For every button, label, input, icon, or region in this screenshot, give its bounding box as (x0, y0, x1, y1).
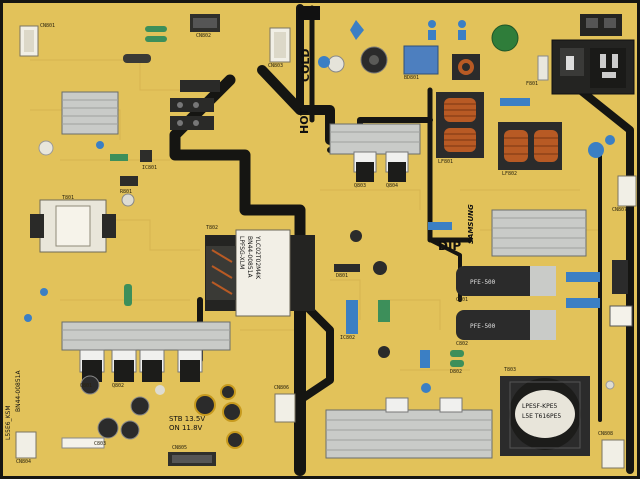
connector-cn806 (274, 393, 296, 423)
refdes: C802 (456, 341, 469, 347)
refdes: D802 (450, 369, 463, 375)
refdes: C801 (456, 297, 469, 303)
refdes: C803 (94, 441, 107, 447)
heatsink-right (491, 209, 587, 257)
capacitor-cluster-bl (80, 375, 244, 449)
refdes: CN801 (40, 23, 56, 29)
connector-cn807 (617, 175, 637, 207)
refdes: CN806 (274, 385, 290, 391)
refdes: Q804 (386, 183, 399, 189)
svg-text:PFE-500: PFE-500 (470, 279, 496, 286)
hot-label: HOT (298, 107, 311, 134)
connector-cn801 (19, 25, 39, 57)
transformer-output (500, 376, 590, 456)
refdes: LF801 (438, 159, 454, 165)
connector-cn808 (601, 439, 625, 469)
refdes: CN802 (196, 33, 212, 39)
transformer-output-label: LPESF-KPE5 (522, 403, 558, 410)
model-label-left-2: BN44-00851A (15, 370, 22, 412)
refdes: F801 (526, 81, 539, 87)
refdes: CN804 (16, 459, 32, 465)
mosfet-row (79, 349, 203, 382)
refdes: Q803 (354, 183, 367, 189)
refdes: BD801 (404, 75, 420, 81)
heatsink-left (61, 321, 231, 351)
connector-cn804 (15, 431, 37, 459)
connector-cn802 (190, 14, 220, 32)
refdes: Q801 (80, 383, 93, 389)
refdes: T801 (62, 195, 75, 201)
svg-text:PFE-500: PFE-500 (470, 323, 496, 330)
refdes: D801 (336, 273, 349, 279)
connector-cn805 (168, 452, 216, 466)
heatsink-small (61, 91, 119, 135)
rail-label-on: ON 11.8V (169, 424, 203, 432)
refdes: T802 (206, 225, 219, 231)
choke-coil-small (452, 54, 480, 80)
refdes: LF802 (502, 171, 518, 177)
model-label-left: L55E6_KSM (5, 405, 12, 440)
refdes: CN805 (172, 445, 188, 451)
transformer-main-label-2: BN44-00851A (246, 236, 253, 278)
transformer-output-label-2: L5E T616PE5 (522, 413, 562, 420)
ac-inlet-connector (551, 39, 635, 95)
fuse-f801 (537, 55, 549, 81)
cold-label: COLD (299, 48, 312, 82)
refdes: CN807 (612, 207, 628, 213)
refdes: R801 (120, 189, 133, 195)
refdes: IC802 (340, 335, 356, 341)
connector-top-right (580, 14, 622, 36)
transformer-main (205, 229, 315, 317)
dip-label: DIP (438, 239, 462, 253)
samsung-logo-text: SAMSUNG (467, 204, 475, 244)
transformer-main-label: LPFSG-XLM (238, 236, 245, 270)
refdes: T803 (504, 367, 517, 373)
connector-cn803 (269, 27, 291, 63)
rail-label-stb: STB 13.5V (169, 415, 206, 423)
refdes: IC801 (142, 165, 158, 171)
refdes: CN808 (598, 431, 614, 437)
transformer-standby (30, 199, 116, 253)
refdes: CN803 (268, 63, 284, 69)
line-filter-lf802 (498, 122, 562, 170)
line-filter-lf801 (436, 92, 484, 158)
heatsink-center (329, 123, 421, 182)
resistor-array (170, 80, 220, 130)
heatsink-bottom (325, 397, 493, 459)
transformer-main-label-3: YLC02T02M4K (254, 236, 261, 280)
refdes: Q802 (112, 383, 125, 389)
